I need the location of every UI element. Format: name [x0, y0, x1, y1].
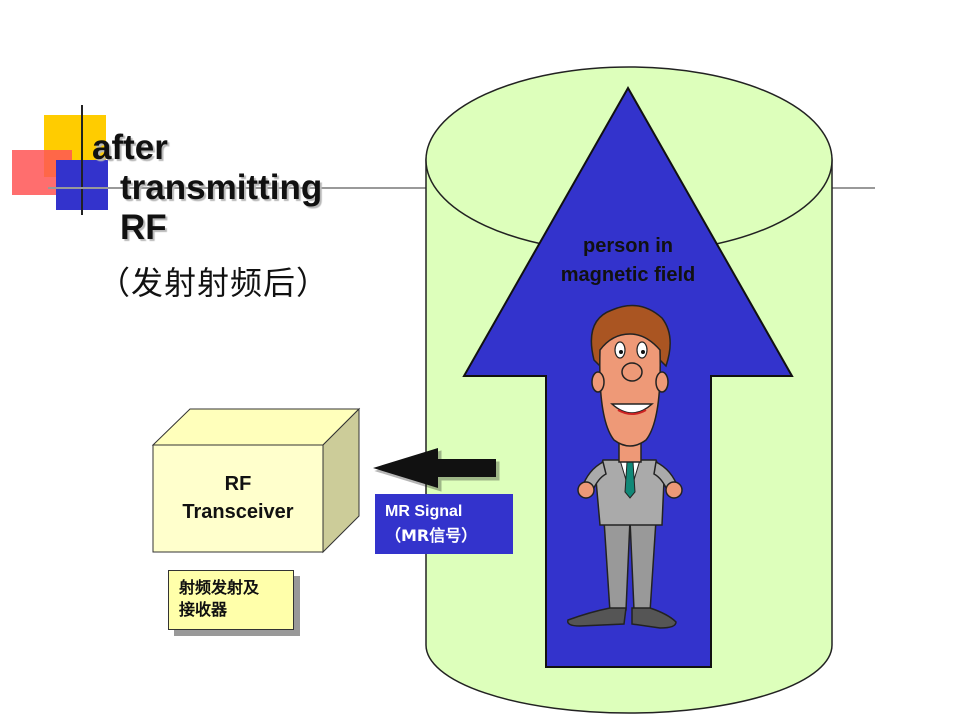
transceiver-label: RF Transceiver: [153, 470, 323, 526]
right-pupil: [641, 350, 645, 354]
title-decoration: [12, 105, 875, 215]
slide-title: after transmitting RF: [92, 128, 322, 248]
transceiver-label-line-2: Transceiver: [182, 501, 294, 523]
right-shoe: [631, 607, 677, 629]
left-pupil: [619, 350, 623, 354]
field-label-line-2: magnetic field: [560, 264, 696, 286]
title-line-1: after: [92, 128, 168, 167]
right-eye: [636, 341, 648, 359]
title-line-3: RF: [120, 208, 167, 247]
field-label: person in magnetic field: [528, 232, 728, 290]
signal-arrow: [373, 448, 496, 488]
transceiver-note: 射频发射及 接收器: [168, 570, 294, 630]
transceiver-note-line-1: 射频发射及: [179, 578, 260, 597]
transceiver-label-line-1: RF: [224, 473, 252, 495]
person-figure: [567, 304, 683, 629]
mr-signal-line-1: MR Signal: [385, 503, 463, 520]
left-fist: [577, 481, 595, 499]
right-ear: [655, 371, 669, 393]
left-eye: [614, 341, 626, 359]
face: [599, 333, 661, 447]
left-ear: [591, 371, 605, 393]
slide-subtitle: （发射射频后）: [98, 264, 330, 302]
mr-signal-label: MR Signal （MR信号）: [375, 494, 513, 554]
tie: [624, 461, 636, 499]
nose: [621, 362, 643, 382]
left-shoe: [567, 607, 627, 627]
tongue: [617, 409, 647, 415]
field-label-line-1: person in: [582, 235, 673, 257]
transceiver-cube: [151, 407, 361, 554]
transceiver-note-line-2: 接收器: [179, 600, 228, 619]
right-fist: [665, 481, 683, 499]
title-line-2: transmitting: [120, 168, 323, 207]
mr-signal-line-2: （MR信号）: [385, 526, 478, 545]
mouth: [610, 403, 654, 414]
cube-front: [152, 444, 324, 553]
